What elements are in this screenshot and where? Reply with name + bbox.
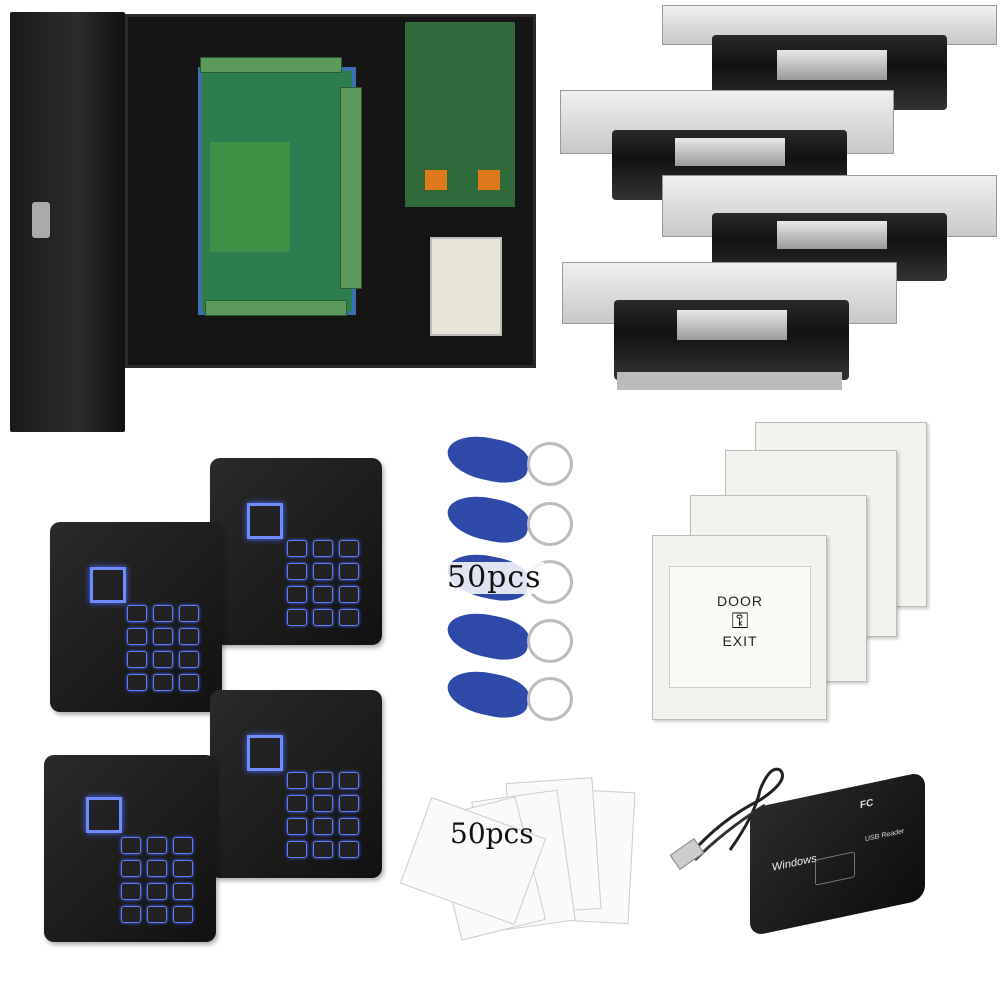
access-control-panel: [10, 12, 536, 432]
keypad-key: [339, 841, 359, 858]
keypad-key: [179, 628, 199, 645]
keypad-key: [127, 628, 147, 645]
keypad-key: [287, 795, 307, 812]
board-module: [210, 142, 290, 252]
key-ring: [527, 677, 573, 721]
keypad-key: [313, 609, 333, 626]
rfid-key-fob: [443, 429, 533, 489]
keypad-key: [179, 651, 199, 668]
strike-keeper: [777, 50, 887, 80]
keypad-key: [313, 540, 333, 557]
rfid-window-icon: [90, 567, 126, 603]
card-tap-icon: [815, 851, 855, 886]
rfid-window-icon: [247, 503, 283, 539]
keypad-key: [179, 674, 199, 691]
keypad-key: [127, 605, 147, 622]
keypad-key: [287, 586, 307, 603]
transformer: [430, 237, 502, 336]
rfid-window-icon: [247, 735, 283, 771]
terminal-orange-2: [478, 170, 500, 190]
keypad-key: [173, 883, 193, 900]
door-label: DOOR: [717, 593, 763, 609]
keypad-key: [287, 841, 307, 858]
key-icon: ⚿: [731, 608, 749, 633]
strike-keeper: [677, 310, 787, 340]
keypad-key: [173, 906, 193, 923]
keypad-key: [153, 674, 173, 691]
terminal-orange-1: [425, 170, 447, 190]
keypad-key: [313, 818, 333, 835]
keypad-key: [121, 837, 141, 854]
rfid-key-fob: [443, 606, 533, 666]
keypad-key: [339, 795, 359, 812]
keypad-key: [147, 837, 167, 854]
terminal-block-top: [200, 57, 342, 73]
electric-strike: [560, 90, 894, 200]
keypad-key: [153, 628, 173, 645]
keypad-key: [313, 841, 333, 858]
rfid-key-fob: [443, 489, 533, 549]
strike-keeper: [777, 221, 887, 249]
electric-strike: [662, 5, 997, 110]
strike-keeper: [675, 138, 785, 166]
terminal-block-right: [340, 87, 362, 289]
keypad-key: [313, 563, 333, 580]
keypad-key: [153, 651, 173, 668]
keypad-key: [127, 674, 147, 691]
keypad-key: [287, 609, 307, 626]
keypad-key: [339, 586, 359, 603]
keypad-key: [339, 563, 359, 580]
exit-label: EXIT: [722, 633, 758, 649]
electric-strike: [562, 262, 897, 390]
keypad-key: [287, 540, 307, 557]
exit-button-face: DOOR ⚿ EXIT: [669, 566, 811, 688]
exit-button: DOOR ⚿ EXIT: [652, 535, 827, 720]
keypad-key: [313, 795, 333, 812]
keypad-key: [313, 586, 333, 603]
keypad-key: [287, 818, 307, 835]
strike-base: [617, 372, 842, 390]
rfid-window-icon: [86, 797, 122, 833]
keypad-key: [313, 772, 333, 789]
keypad-key: [339, 540, 359, 557]
keypad-key: [173, 860, 193, 877]
door-lock-icon: [32, 202, 50, 238]
keypad-key: [287, 563, 307, 580]
keypad-key: [339, 772, 359, 789]
keypad-key: [179, 605, 199, 622]
keypad-key: [339, 818, 359, 835]
electric-strike: [662, 175, 997, 281]
key-ring: [527, 502, 573, 546]
fobs-quantity-label: 50pcs: [445, 560, 544, 595]
terminal-block-bottom: [205, 300, 347, 316]
keypad-key: [127, 651, 147, 668]
keypad-key: [121, 860, 141, 877]
keypad-key: [287, 772, 307, 789]
rfid-key-fob: [443, 664, 533, 724]
keypad-key: [121, 906, 141, 923]
cards-quantity-label: 50pcs: [450, 817, 534, 850]
keypad-key: [121, 883, 141, 900]
reader-cert-label: FC: [860, 797, 874, 812]
keypad-key: [173, 837, 193, 854]
key-ring: [527, 442, 573, 486]
keypad-key: [153, 605, 173, 622]
enclosure-door: [10, 12, 125, 432]
keypad-key: [147, 906, 167, 923]
keypad-key: [339, 609, 359, 626]
reader-brand-label: Windows: [772, 852, 817, 874]
keypad-key: [147, 883, 167, 900]
key-ring: [527, 619, 573, 663]
reader-model-label: USB Reader: [865, 827, 905, 844]
keypad-key: [147, 860, 167, 877]
